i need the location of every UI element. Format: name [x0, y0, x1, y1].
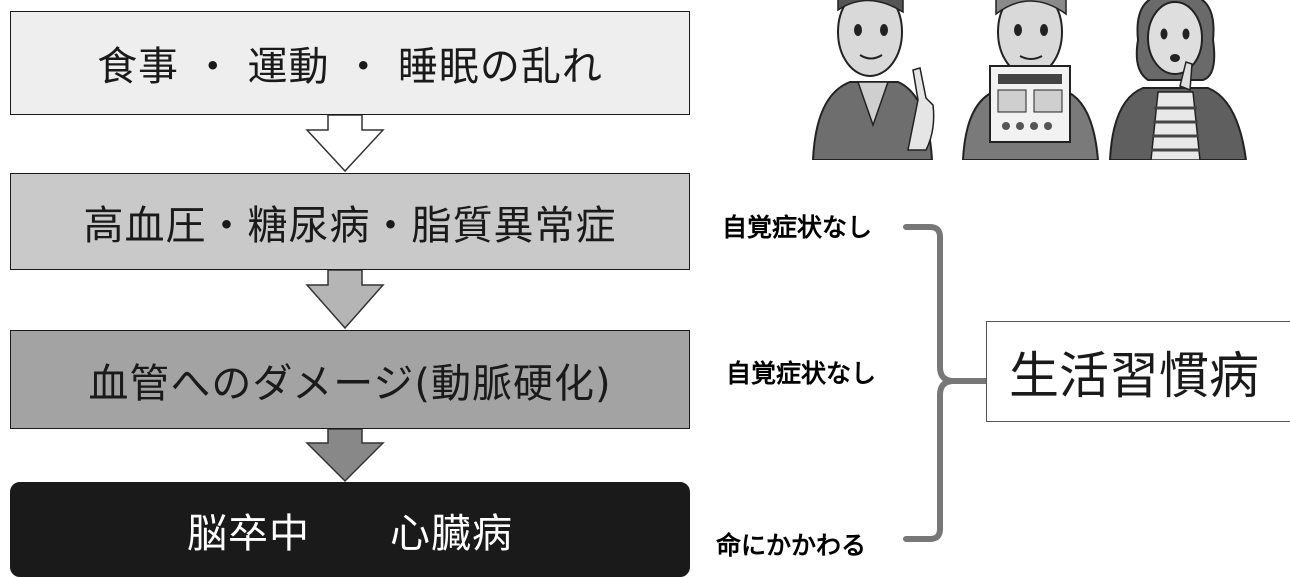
- side-label-no-symptoms-2: 自覚症状なし: [726, 359, 877, 388]
- flow-step-2-label: 高血圧・糖尿病・脂質異常症: [83, 202, 617, 249]
- three-people-reading-brochure-icon: [811, 0, 1248, 160]
- flow-step-1-label: 食事 ・ 運動 ・ 睡眠の乱れ: [97, 44, 603, 90]
- person-2-figure: [961, 0, 1100, 160]
- lifestyle-disease-label: 生活習慣病: [1009, 346, 1259, 405]
- flow-step-4-heart-label: 心臓病: [390, 510, 513, 557]
- down-arrow-icon: [305, 429, 385, 483]
- side-label-life-threatening: 命にかかわる: [716, 531, 867, 560]
- lifestyle-disease-box: 生活習慣病: [986, 321, 1290, 422]
- flow-step-lifestyle-disruption: 食事 ・ 運動 ・ 睡眠の乱れ: [10, 11, 690, 115]
- person-3-figure: [1108, 0, 1248, 160]
- person-1-figure: [811, 0, 935, 160]
- flow-step-outcomes: 脳卒中 心臓病: [10, 482, 690, 577]
- flow-step-vascular-damage: 血管へのダメージ(動脈硬化): [10, 330, 690, 429]
- down-arrow-icon: [305, 270, 385, 330]
- flow-step-chronic-conditions: 高血圧・糖尿病・脂質異常症: [10, 173, 690, 270]
- down-arrow-icon: [305, 115, 385, 173]
- flow-step-3-label: 血管へのダメージ(動脈硬化): [88, 360, 612, 407]
- side-label-no-symptoms-1: 自覚症状なし: [722, 213, 873, 242]
- curly-bracket-icon: [903, 224, 989, 542]
- flow-step-4-stroke-label: 脳卒中: [187, 510, 310, 557]
